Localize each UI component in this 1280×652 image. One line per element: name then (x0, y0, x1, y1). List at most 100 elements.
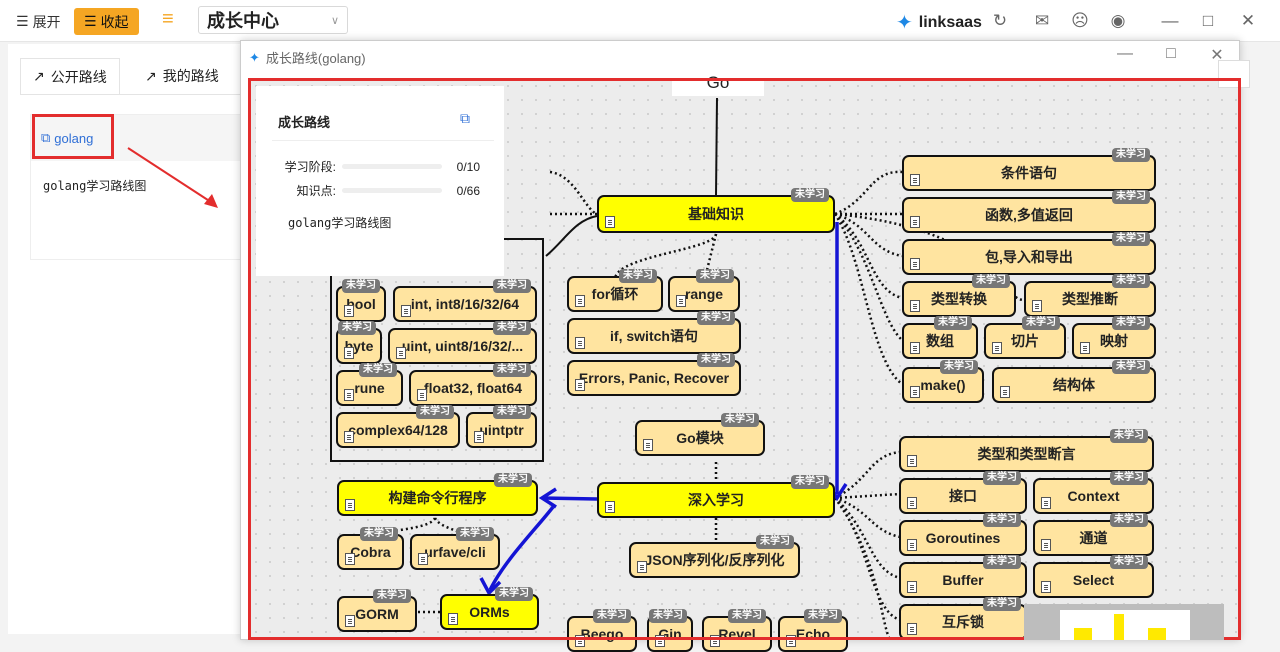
node-cli[interactable]: 构建命令行程序未学习 (337, 473, 538, 516)
node-typeassert[interactable]: 类型和类型断言未学习 (899, 429, 1154, 472)
collapse-button[interactable]: ☰收起 (74, 8, 139, 35)
minimize-icon[interactable]: — (1161, 11, 1179, 30)
doc-icon[interactable] (907, 581, 917, 593)
node-mutex[interactable]: 互斥锁未学习 (899, 597, 1027, 640)
minimap[interactable] (1024, 604, 1224, 640)
refresh-icon[interactable]: ↻ (992, 11, 1008, 30)
mail-icon[interactable]: ✉ (1034, 11, 1050, 30)
node-map[interactable]: 映射未学习 (1072, 316, 1156, 359)
eye-off-icon[interactable]: ◉ (1110, 11, 1126, 30)
doc-icon[interactable] (418, 553, 428, 565)
doc-icon[interactable] (448, 613, 458, 625)
external-link-icon[interactable]: ⧉ (460, 110, 470, 126)
doc-icon[interactable] (1000, 386, 1010, 398)
brand[interactable]: ✦linksaas (896, 12, 982, 34)
node-channel[interactable]: 通道未学习 (1033, 513, 1154, 556)
doc-icon[interactable] (575, 337, 585, 349)
doc-icon[interactable] (605, 216, 615, 228)
project-select[interactable]: 成长中心∨ (198, 6, 348, 34)
node-pkg[interactable]: 包,导入和导出未学习 (902, 232, 1156, 275)
node-json[interactable]: JSON序列化/反序列化未学习 (629, 535, 800, 578)
doc-icon[interactable] (910, 300, 920, 312)
node-make[interactable]: make()未学习 (902, 360, 984, 403)
doc-icon[interactable] (345, 553, 355, 565)
doc-icon[interactable] (907, 623, 917, 635)
doc-icon[interactable] (575, 379, 585, 391)
face-icon[interactable]: ☹ (1071, 11, 1089, 30)
doc-icon[interactable] (676, 295, 686, 307)
doc-icon[interactable] (345, 499, 355, 511)
doc-icon[interactable] (344, 389, 354, 401)
doc-icon[interactable] (417, 389, 427, 401)
menu-icon[interactable]: ≡ (162, 8, 174, 30)
node-ifswitch[interactable]: if, switch语句未学习 (567, 311, 741, 354)
node-iface[interactable]: 接口未学习 (899, 471, 1027, 514)
doc-icon[interactable] (401, 305, 411, 317)
doc-icon[interactable] (637, 561, 647, 573)
node-infer[interactable]: 类型推断未学习 (1024, 274, 1156, 317)
node-array[interactable]: 数组未学习 (902, 316, 978, 359)
route-link[interactable]: ⧉golang (41, 130, 94, 146)
doc-icon[interactable] (910, 342, 920, 354)
doc-icon[interactable] (710, 635, 720, 647)
doc-icon[interactable] (1080, 342, 1090, 354)
doc-icon[interactable] (907, 539, 917, 551)
window-close-icon[interactable]: ✕ (1210, 47, 1224, 64)
maximize-icon[interactable]: □ (1202, 11, 1214, 30)
tab-public-routes[interactable]: ↗公开路线 (20, 58, 120, 94)
doc-icon[interactable] (910, 386, 920, 398)
window-minimize-icon[interactable]: — (1117, 45, 1133, 62)
doc-icon[interactable] (344, 431, 354, 443)
doc-icon[interactable] (1041, 581, 1051, 593)
doc-icon[interactable] (344, 305, 354, 317)
doc-icon[interactable] (907, 455, 917, 467)
node-advanced[interactable]: 深入学习未学习 (597, 475, 835, 518)
doc-icon[interactable] (575, 635, 585, 647)
doc-icon[interactable] (605, 501, 615, 513)
doc-icon[interactable] (396, 347, 406, 359)
doc-icon[interactable] (474, 431, 484, 443)
node-slice[interactable]: 切片未学习 (984, 316, 1066, 359)
node-cond[interactable]: 条件语句未学习 (902, 148, 1156, 191)
tab-my-routes[interactable]: ↗我的路线 (145, 67, 219, 85)
doc-icon[interactable] (907, 497, 917, 509)
doc-icon[interactable] (643, 439, 653, 451)
doc-icon[interactable] (575, 295, 585, 307)
doc-icon[interactable] (345, 615, 355, 627)
node-basics[interactable]: 基础知识未学习 (597, 188, 835, 233)
node-uint[interactable]: uint, uint8/16/32/...未学习 (388, 321, 537, 364)
node-forloop[interactable]: for循环未学习 (567, 269, 663, 312)
root-node[interactable]: Go (672, 70, 764, 96)
doc-icon[interactable] (1041, 539, 1051, 551)
close-icon[interactable]: ✕ (1240, 11, 1256, 30)
doc-icon[interactable] (910, 258, 920, 270)
window-maximize-icon[interactable]: □ (1166, 45, 1176, 62)
node-conv[interactable]: 类型转换未学习 (902, 274, 1016, 317)
node-gomod[interactable]: Go模块未学习 (635, 413, 765, 456)
doc-icon[interactable] (786, 635, 796, 647)
doc-icon[interactable] (910, 174, 920, 186)
doc-icon[interactable] (1032, 300, 1042, 312)
doc-icon[interactable] (910, 216, 920, 228)
node-func[interactable]: 函数,多值返回未学习 (902, 190, 1156, 233)
